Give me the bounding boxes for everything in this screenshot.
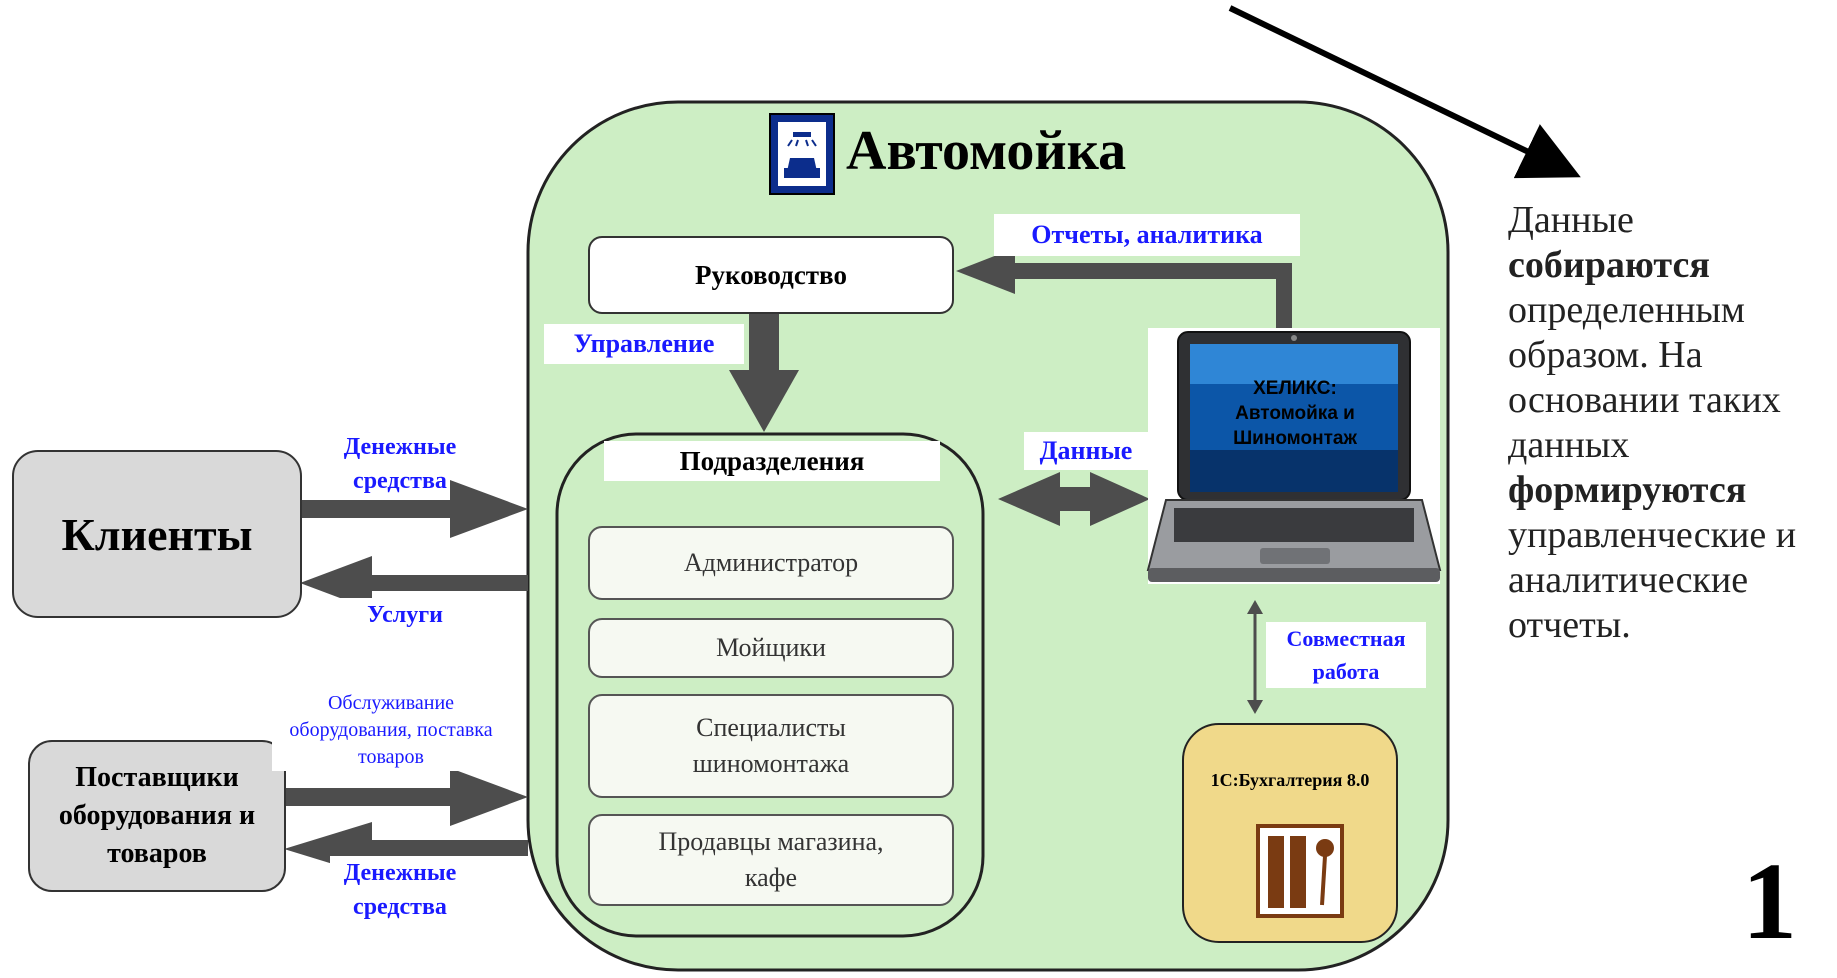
reports-arrow [956, 248, 1292, 331]
clients-box: Клиенты [12, 450, 302, 618]
side-text-5: управленческие и аналитические отчеты. [1508, 514, 1797, 646]
accounting-icon [1256, 824, 1344, 918]
supply-arrow [284, 768, 528, 826]
money-in-arrow [300, 480, 528, 538]
departments-label: Подразделения [604, 441, 940, 481]
supply-label: Обслуживание оборудования, поставка това… [272, 690, 510, 771]
helix-screen-text: ХЕЛИКС: Автомойка и Шиномонтаж [1233, 378, 1357, 449]
money-in-label: Денежные средства [343, 434, 457, 494]
money-out-label: Денежные средства [330, 856, 470, 924]
main-title: Автомойка [846, 120, 1127, 182]
pointer-arrow [1228, 5, 1581, 179]
control-arrow [729, 312, 799, 432]
side-text-1: Данные [1508, 199, 1634, 241]
data-double-arrow [998, 472, 1150, 526]
services-label: Услуги [340, 598, 470, 632]
control-label: Управление [544, 324, 744, 364]
joint-work-arrow [1247, 600, 1263, 714]
page-number: 1 [1742, 840, 1797, 962]
suppliers-box: Поставщики оборудования и товаров [28, 740, 286, 892]
departments-panel [555, 432, 985, 938]
data-label: Данные [1024, 432, 1148, 470]
joint-work-label: Совместная работа [1266, 622, 1426, 688]
carwash-sign-icon [769, 113, 835, 195]
role-shop-cafe-sellers: Продавцы магазина, кафе [588, 814, 954, 906]
side-text-4: формируются [1508, 469, 1747, 511]
management-box: Руководство [588, 236, 954, 314]
side-description: Данные собираются определенным образом. … [1508, 198, 1828, 648]
accounting-label: 1С:Бухгалтерия 8.0 [1210, 770, 1370, 790]
side-text-2: собираются [1508, 244, 1710, 286]
role-tire-specialists: Специалисты шиномонтажа [588, 694, 954, 798]
role-washers: Мойщики [588, 618, 954, 678]
role-administrator: Администратор [588, 526, 954, 600]
laptop-illustration [1146, 328, 1442, 584]
services-arrow [300, 556, 528, 610]
side-text-3: определенным образом. На основании таких… [1508, 289, 1781, 466]
reports-label: Отчеты, аналитика [994, 214, 1300, 256]
